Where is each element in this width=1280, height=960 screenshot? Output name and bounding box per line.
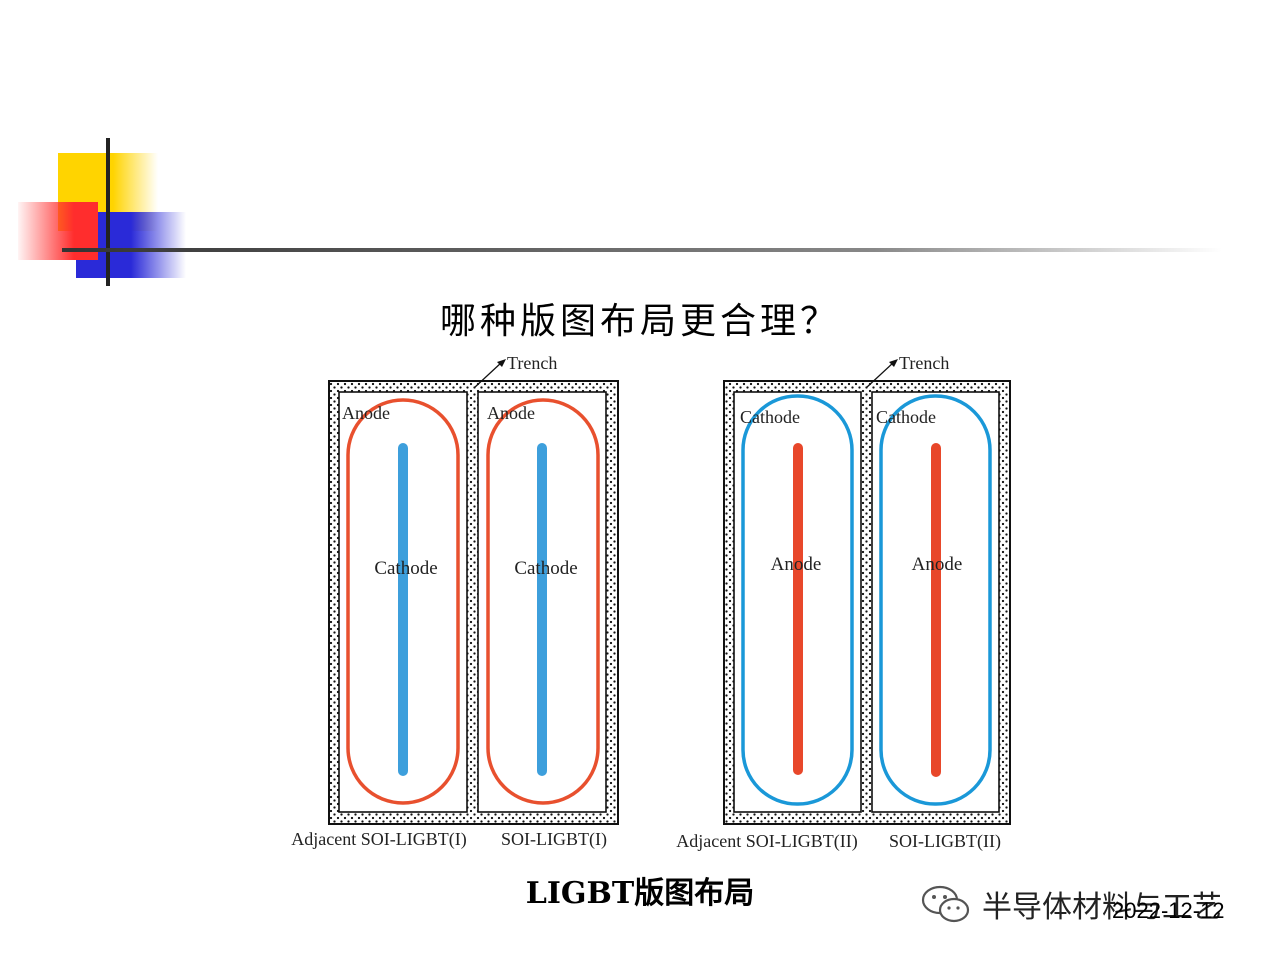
outer-ring-left [741,394,854,806]
device-label-left: Adjacent SOI-LIGBT(I) [291,829,466,850]
outer-ring-label-right: Cathode [876,407,936,427]
slide-date: 2022-12-12 [1112,898,1225,923]
trench-label: Trench [899,353,949,373]
trench-pointer [473,361,503,389]
center-bar-label-left: Anode [771,554,822,575]
outer-ring-label-left: Anode [342,403,390,423]
trench-pointer [865,361,895,389]
device-label-right: SOI-LIGBT(I) [501,829,607,850]
header-decoration [18,138,1222,286]
outer-ring-right [879,394,992,806]
layout-2: Trench Cathode Cathode Anode Anode Adjac… [676,353,1011,852]
slide-title: 哪种版图布局更合理？ [439,301,840,342]
center-bar-label-right: Cathode [514,558,577,579]
deco-horizontal-rule [62,248,1222,252]
deco-vertical-rule [106,138,110,286]
center-bar-label-left: Cathode [374,558,437,579]
device-label-right: SOI-LIGBT(II) [889,831,1001,852]
center-bar-label-right: Anode [912,554,963,575]
layout-1: Trench Anode Anode Cathode Cathode Adjac… [291,353,619,850]
trench-label: Trench [507,353,557,373]
watermark: 半导体材料与工艺 [920,882,1222,926]
watermark-text: 半导体材料与工艺 [982,890,1222,925]
device-label-left: Adjacent SOI-LIGBT(II) [676,831,857,852]
trench-pointer-arrowhead [497,359,506,367]
wechat-icon [921,885,970,923]
layout-diagram: Trench Anode Anode Cathode Cathode Adjac… [291,353,1011,852]
figure-caption: LIGBT版图布局 [525,876,755,911]
outer-ring-left [346,398,460,805]
trench-pointer-arrowhead [889,359,898,367]
outer-ring-label-right: Anode [487,403,535,423]
outer-ring-label-left: Cathode [740,407,800,427]
outer-ring-right [486,398,600,805]
